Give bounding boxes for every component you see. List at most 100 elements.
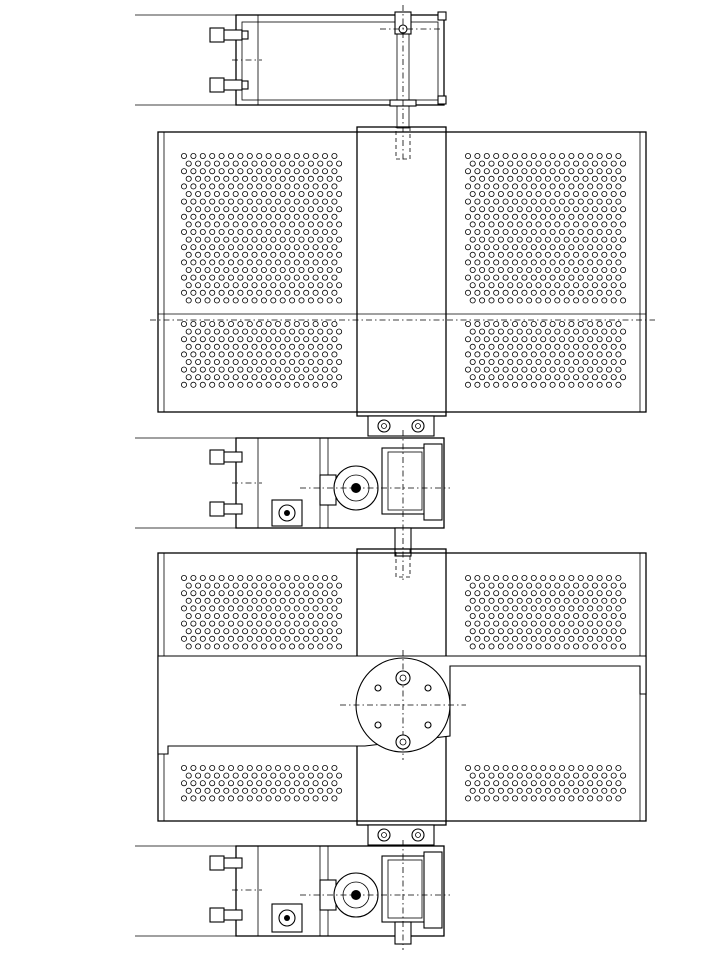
perforation-hole <box>535 221 542 228</box>
perforation-hole <box>180 152 187 159</box>
perforation-hole <box>336 628 343 635</box>
perforation-hole <box>251 175 258 182</box>
perforation-hole <box>554 628 561 635</box>
perforation-hole <box>213 582 220 589</box>
perforation-hole <box>573 358 580 365</box>
perforation-hole <box>307 772 314 779</box>
perforation-hole <box>190 152 197 159</box>
perforation-hole <box>535 343 542 350</box>
perforation-hole <box>312 336 319 343</box>
perforation-hole <box>199 351 206 358</box>
perforation-hole <box>507 206 514 213</box>
perforation-hole <box>284 198 291 205</box>
perforation-hole <box>256 244 263 251</box>
perforation-hole <box>289 206 296 213</box>
perforation-hole <box>615 228 622 235</box>
perforation-hole <box>274 213 281 220</box>
perforation-hole <box>279 297 286 304</box>
perforation-hole <box>190 780 197 787</box>
perforation-hole <box>540 320 547 327</box>
perforation-hole <box>321 336 328 343</box>
perforation-hole <box>507 358 514 365</box>
perforation-hole <box>289 266 296 273</box>
perforation-hole <box>591 772 598 779</box>
perforation-hole <box>587 351 594 358</box>
perforation-hole <box>549 381 556 388</box>
perforation-hole <box>336 613 343 620</box>
perforation-hole <box>601 175 608 182</box>
perforation-hole <box>232 358 239 365</box>
perforation-hole <box>615 183 622 190</box>
perforation-hole <box>331 381 338 388</box>
perforation-hole <box>521 575 528 582</box>
perforation-hole <box>479 282 486 289</box>
perforation-hole <box>568 351 575 358</box>
perforation-hole <box>479 160 486 167</box>
perforation-hole <box>606 780 613 787</box>
perforation-hole <box>195 221 202 228</box>
perforation-hole <box>312 259 319 266</box>
perforation-hole <box>554 251 561 258</box>
perforation-hole <box>596 183 603 190</box>
perforation-hole <box>479 175 486 182</box>
perforation-hole <box>610 297 617 304</box>
perforation-hole <box>610 266 617 273</box>
perforation-hole <box>535 328 542 335</box>
perforation-hole <box>279 613 286 620</box>
perforation-hole <box>544 236 551 243</box>
perforation-hole <box>563 772 570 779</box>
perforation-hole <box>587 183 594 190</box>
perforation-hole <box>582 787 589 794</box>
perforation-hole <box>274 575 281 582</box>
perforation-hole <box>488 787 495 794</box>
perforation-hole <box>563 343 570 350</box>
perforation-hole <box>270 582 277 589</box>
perforation-hole <box>507 582 514 589</box>
perforation-hole <box>260 297 267 304</box>
perforation-hole <box>213 297 220 304</box>
perforation-hole <box>190 620 197 627</box>
perforation-hole <box>530 274 537 281</box>
perforation-hole <box>274 620 281 627</box>
perforation-hole <box>274 168 281 175</box>
perforation-hole <box>199 795 206 802</box>
perforation-hole <box>606 152 613 159</box>
perforation-hole <box>601 787 608 794</box>
perforation-hole <box>516 613 523 620</box>
perforation-hole <box>497 328 504 335</box>
perforation-hole <box>227 183 234 190</box>
perforation-hole <box>331 635 338 642</box>
perforation-hole <box>284 228 291 235</box>
perforation-hole <box>195 374 202 381</box>
perforation-hole <box>293 336 300 343</box>
perforation-hole <box>483 366 490 373</box>
perforation-hole <box>577 765 584 772</box>
perforation-hole <box>289 358 296 365</box>
perforation-hole <box>479 582 486 589</box>
perforation-hole <box>601 597 608 604</box>
perforation-hole <box>260 236 267 243</box>
perforation-hole <box>227 259 234 266</box>
perforation-hole <box>195 643 202 650</box>
perforation-hole <box>336 175 343 182</box>
perforation-hole <box>497 772 504 779</box>
perforation-hole <box>279 221 286 228</box>
perforation-hole <box>483 320 490 327</box>
perforation-hole <box>559 168 566 175</box>
perforation-hole <box>246 795 253 802</box>
perforation-hole <box>474 605 481 612</box>
perforation-hole <box>606 605 613 612</box>
perforation-hole <box>232 374 239 381</box>
perforation-hole <box>582 374 589 381</box>
perforation-hole <box>516 236 523 243</box>
perforation-hole <box>474 381 481 388</box>
perforation-hole <box>512 183 519 190</box>
perforation-hole <box>336 374 343 381</box>
perforation-hole <box>530 289 537 296</box>
perforation-hole <box>312 590 319 597</box>
perforation-hole <box>563 582 570 589</box>
perforation-hole <box>180 795 187 802</box>
perforation-hole <box>279 628 286 635</box>
perforation-hole <box>563 175 570 182</box>
perforation-hole <box>521 198 528 205</box>
